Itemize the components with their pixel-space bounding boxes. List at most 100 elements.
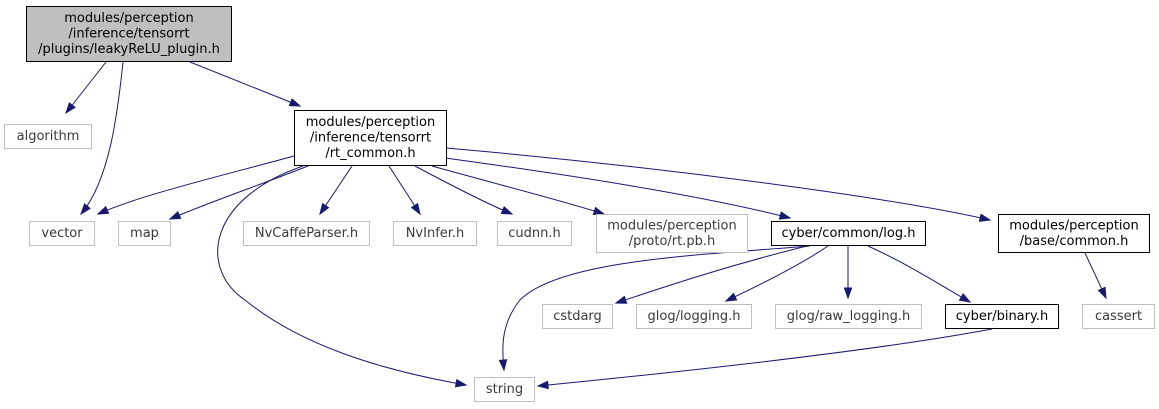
node-rt-pb-box (596, 214, 748, 253)
node-cstdarg-box (542, 304, 613, 329)
node-rt-pb: modules/perception/proto/rt.pb.h (596, 214, 748, 253)
edge-root-to-rt-common-line (189, 61, 301, 107)
edge-root-to-rt-common (189, 61, 302, 107)
edge-rt-common-to-string (217, 165, 468, 388)
node-glog-logging: glog/logging.h (636, 304, 752, 329)
node-map: map (118, 221, 171, 246)
node-cyber-binary-label-line: cyber/binary.h (956, 309, 1048, 324)
node-root-label-line: modules/perception (64, 11, 193, 26)
edge-rt-common-to-cyber-log-arrowhead (778, 211, 792, 220)
node-cyber-binary-box (945, 304, 1059, 329)
edge-cyber-log-to-cyber-binary (867, 245, 972, 303)
edge-rt-common-to-vector (96, 155, 295, 215)
edge-root-to-algorithm-arrowhead (65, 102, 76, 115)
node-cstdarg: cstdarg (542, 304, 613, 329)
edge-rt-common-to-vector-line (97, 155, 295, 215)
edge-root-to-algorithm-line (65, 61, 107, 114)
edge-cyber-binary-to-string-arrowhead (536, 380, 549, 390)
node-map-label-line: map (130, 226, 159, 241)
edge-rt-common-to-base-common (445, 147, 992, 222)
edge-rt-common-to-base-common-line (445, 147, 991, 221)
node-glog-logging-label-line: glog/logging.h (648, 309, 741, 324)
edge-rt-common-to-map-arrowhead (168, 210, 182, 220)
node-nvcaffeparser-box (243, 221, 370, 246)
node-string-box (474, 377, 535, 402)
edge-cyber-log-to-glog-logging (724, 245, 829, 302)
node-algorithm-label-line: algorithm (17, 129, 80, 144)
edge-root-to-vector-arrowhead (80, 203, 91, 216)
edge-rt-common-to-cudnn-arrowhead (500, 205, 514, 215)
edge-rt-common-to-string-arrowhead (454, 378, 468, 388)
node-base-common-label-line: modules/perception (1009, 218, 1138, 233)
node-cassert: cassert (1082, 304, 1155, 329)
node-algorithm-box (4, 124, 92, 149)
node-rt-common-label-line: /rt_common.h (325, 146, 415, 161)
edge-rt-common-to-nvcaffeparser-arrowhead (319, 202, 330, 216)
node-rt-common-box (294, 110, 447, 166)
edge-rt-common-to-nvinfer (388, 165, 421, 216)
node-map-box (118, 221, 171, 246)
edge-cyber-log-to-cstdarg-arrowhead (614, 295, 628, 304)
node-cstdarg-label-line: cstdarg (553, 309, 602, 324)
node-glog-raw: glog/raw_logging.h (775, 304, 922, 329)
node-cassert-label-line: cassert (1095, 309, 1142, 324)
node-root-label-line: /plugins/leakyReLU_plugin.h (38, 42, 220, 57)
edge-cyber-log-to-glog-logging-arrowhead (724, 292, 738, 302)
edge-rt-common-to-vector-arrowhead (96, 205, 110, 215)
node-rt-common-label-line: modules/perception (306, 115, 435, 130)
edge-cyber-log-to-glog-raw-arrowhead (843, 287, 853, 300)
edge-rt-common-to-cyber-log (444, 157, 792, 220)
node-string: string (474, 377, 535, 402)
node-cyber-log-box (771, 221, 926, 246)
node-rt-pb-label-line: /proto/rt.pb.h (629, 234, 716, 249)
node-glog-raw-label-line: glog/raw_logging.h (787, 309, 910, 324)
edge-root-to-rt-common-arrowhead (288, 98, 302, 107)
node-cyber-log-label-line: cyber/common/log.h (781, 226, 915, 241)
node-root: modules/perception/inference/tensorrt/pl… (26, 6, 232, 62)
edge-cyber-binary-to-string-line (537, 328, 993, 387)
node-string-label-line: string (486, 382, 523, 397)
node-rt-common[interactable]: modules/perception/inference/tensorrt/rt… (294, 110, 447, 166)
node-nvinfer-box (393, 221, 477, 246)
node-cyber-log[interactable]: cyber/common/log.h (771, 221, 926, 246)
node-vector-label-line: vector (41, 226, 83, 241)
node-base-common[interactable]: modules/perception/base/common.h (998, 214, 1150, 253)
edge-root-to-vector-line (80, 61, 124, 215)
edge-cyber-log-to-cyber-binary-arrowhead (958, 293, 972, 303)
edge-cyber-log-to-glog-logging-line (725, 245, 829, 302)
edge-rt-common-to-base-common-arrowhead (978, 213, 992, 222)
edge-cyber-log-to-cstdarg (614, 245, 808, 304)
edge-cyber-log-to-cstdarg-line (615, 245, 808, 304)
edge-rt-common-to-cudnn-line (414, 165, 513, 215)
nodes-layer: modules/perception/inference/tensorrt/pl… (4, 6, 1155, 402)
edge-rt-common-to-map-line (169, 165, 309, 220)
edge-rt-common-to-nvinfer-arrowhead (410, 202, 421, 216)
edge-cyber-log-to-string-arrowhead (498, 359, 508, 372)
node-base-common-box (998, 214, 1150, 253)
node-cudnn: cudnn.h (497, 221, 572, 246)
node-nvcaffeparser-label-line: NvCaffeParser.h (255, 226, 358, 241)
node-cudnn-label-line: cudnn.h (508, 226, 561, 241)
node-glog-raw-box (775, 304, 922, 329)
node-nvinfer: NvInfer.h (393, 221, 477, 246)
edge-base-common-to-cassert-arrowhead (1097, 286, 1107, 300)
edge-rt-common-to-map (168, 165, 309, 220)
edge-rt-common-to-string-line (217, 165, 467, 386)
edge-rt-common-to-rt-pb-line (431, 165, 605, 215)
edge-root-to-vector (80, 61, 124, 216)
node-vector-box (29, 221, 95, 246)
edge-rt-common-to-nvcaffeparser (319, 165, 353, 216)
node-root-label-line: /inference/tensorrt (68, 27, 189, 42)
node-cyber-binary[interactable]: cyber/binary.h (945, 304, 1059, 329)
edge-rt-common-to-rt-pb-arrowhead (592, 206, 606, 215)
node-root-box (26, 6, 232, 62)
node-algorithm: algorithm (4, 124, 92, 149)
node-base-common-label-line: /base/common.h (1020, 234, 1129, 249)
edge-cyber-log-to-cyber-binary-line (867, 245, 971, 303)
edge-cyber-binary-to-string (536, 328, 993, 390)
node-cudnn-box (497, 221, 572, 246)
node-nvcaffeparser: NvCaffeParser.h (243, 221, 370, 246)
edges-layer (65, 61, 1107, 390)
node-rt-common-label-line: /inference/tensorrt (310, 131, 431, 146)
